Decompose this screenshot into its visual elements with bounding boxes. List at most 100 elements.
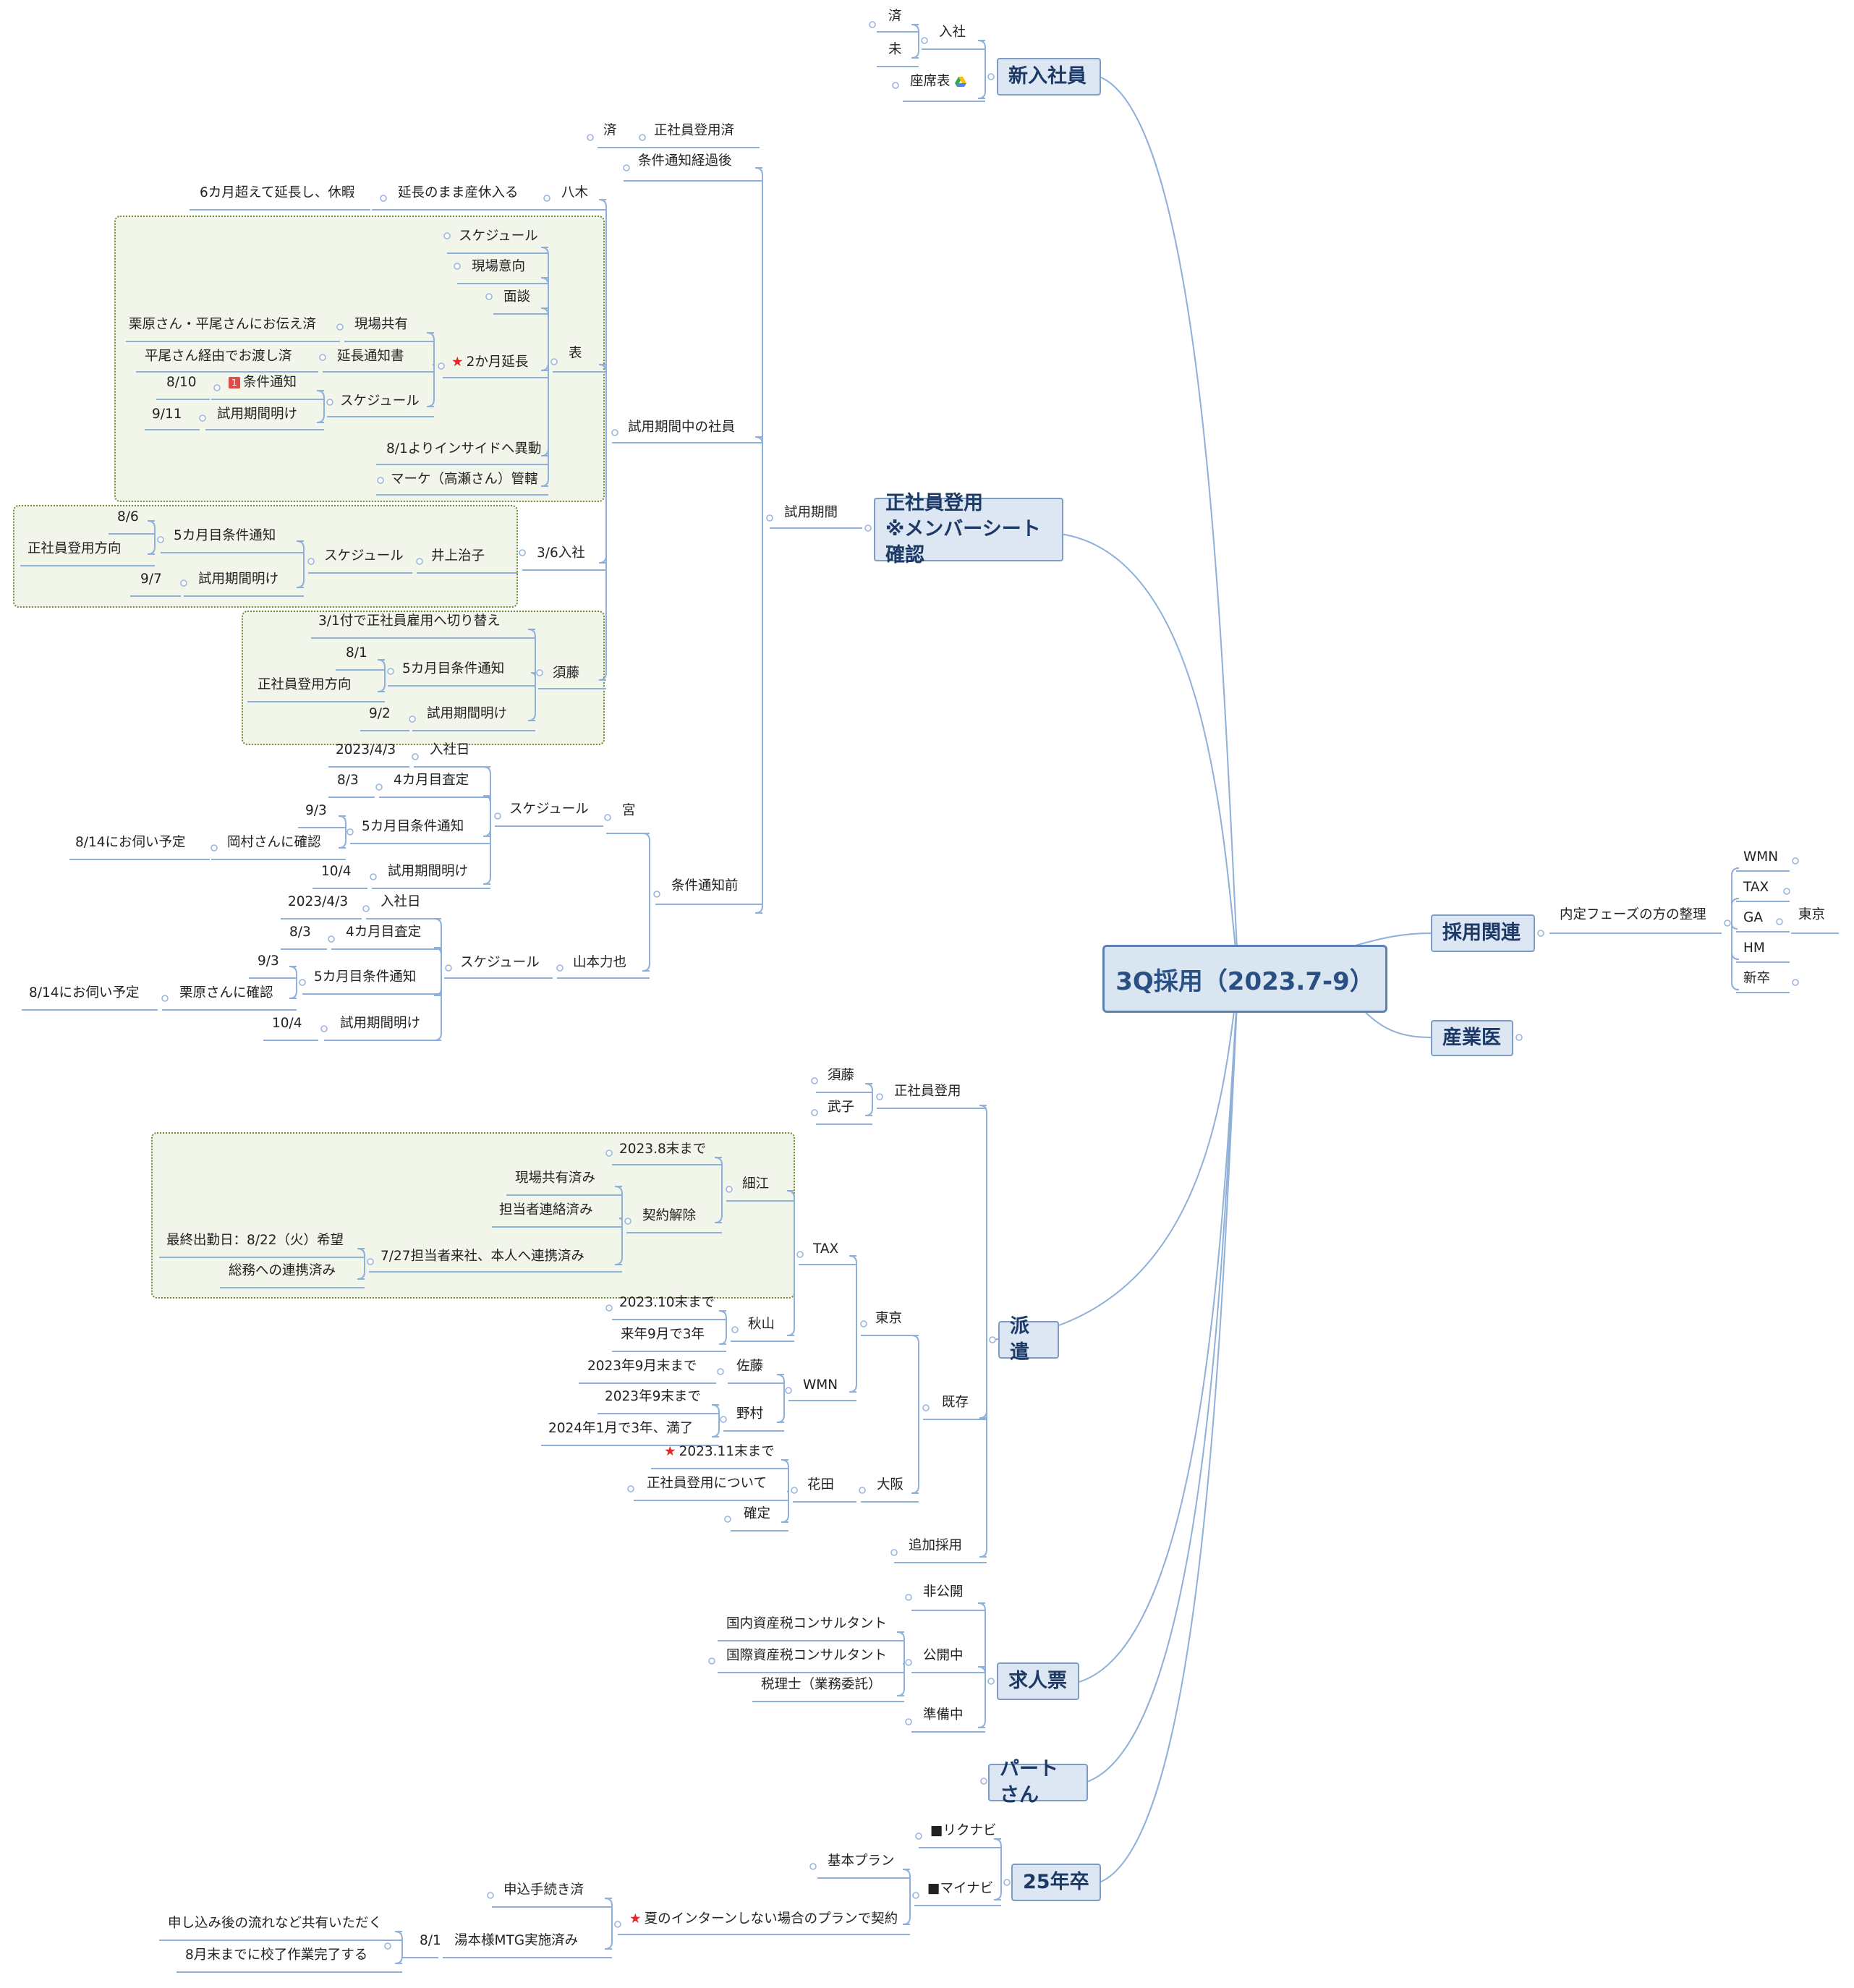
topic-50[interactable]: 条件通知前 (671, 878, 739, 894)
collapse-dot[interactable] (791, 1487, 798, 1494)
topic-77[interactable]: 武子 (828, 1100, 854, 1116)
root-topic[interactable]: 3Q採用（2023.7-9） (1102, 945, 1387, 1013)
collapse-dot[interactable] (409, 715, 416, 723)
collapse-dot[interactable] (605, 1150, 613, 1157)
collapse-dot[interactable] (922, 1404, 930, 1411)
topic-36[interactable]: 井上治子 (431, 548, 485, 564)
topic-37[interactable]: スケジュール (324, 548, 404, 564)
collapse-dot[interactable] (876, 1093, 883, 1100)
collapse-dot[interactable] (905, 1659, 912, 1666)
topic-91[interactable]: 最終出勤日：8/22（火）希望 (166, 1233, 344, 1249)
collapse-dot[interactable] (199, 415, 206, 422)
topic-40[interactable]: 正社員登用方向 (27, 541, 122, 557)
collapse-dot[interactable] (412, 753, 419, 760)
collapse-dot[interactable] (157, 536, 164, 543)
topic-89[interactable]: 担当者連絡済み (499, 1202, 593, 1218)
topic-81[interactable]: 大阪 (877, 1477, 903, 1493)
collapse-dot[interactable] (487, 1892, 494, 1899)
topic-96[interactable]: 2023年9月末まで (587, 1359, 697, 1375)
main-topic-haken[interactable]: 派遣 (998, 1315, 1059, 1364)
topic-102[interactable]: 正社員登用について (647, 1476, 767, 1492)
topic-14[interactable]: 済 (603, 123, 617, 139)
topic-47[interactable]: 正社員登用方向 (258, 677, 352, 693)
collapse-dot[interactable] (989, 1336, 996, 1343)
topic-88[interactable]: 現場共有済み (515, 1171, 595, 1186)
collapse-dot[interactable] (1792, 979, 1799, 986)
topic-108[interactable]: 国際資産税コンサルタント (726, 1648, 887, 1664)
topic-70[interactable]: 9/3 (258, 953, 279, 969)
collapse-dot[interactable] (811, 1077, 818, 1084)
topic-101[interactable]: ★2023.11末まで (664, 1444, 775, 1460)
collapse-dot[interactable] (543, 195, 550, 202)
topic-57[interactable]: 5カ月目条件通知 (362, 819, 464, 835)
topic-86[interactable]: 2023.8末まで (619, 1142, 706, 1157)
collapse-dot[interactable] (864, 524, 872, 532)
topic-82[interactable]: TAX (813, 1241, 838, 1257)
topic-116[interactable]: 8/1 (420, 1933, 441, 1949)
topic-28[interactable]: 延長通知書 (337, 349, 404, 365)
topic-34[interactable]: 9/11 (152, 407, 182, 422)
main-topic-hiring[interactable]: 採用関連 (1431, 914, 1535, 952)
collapse-dot[interactable] (454, 263, 461, 270)
topic-1[interactable]: 座席表 (910, 74, 966, 90)
collapse-dot[interactable] (987, 73, 995, 80)
topic-73[interactable]: 試用期間明け (340, 1016, 420, 1032)
collapse-dot[interactable] (445, 964, 452, 972)
collapse-dot[interactable] (639, 134, 646, 141)
topic-29[interactable]: 平尾さん経由でお渡し済 (145, 349, 292, 365)
topic-109[interactable]: 税理士（業務委託） (761, 1677, 882, 1693)
topic-61[interactable]: 試用期間明け (388, 864, 468, 880)
topic-60[interactable]: 8/14にお伺い予定 (75, 835, 186, 851)
topic-74[interactable]: 10/4 (272, 1016, 302, 1032)
topic-67[interactable]: 4カ月目査定 (346, 925, 421, 940)
topic-99[interactable]: 2024年1月で3年、満了 (548, 1421, 693, 1437)
collapse-dot[interactable] (438, 362, 445, 370)
collapse-dot[interactable] (860, 1320, 867, 1328)
topic-13[interactable]: 正社員登用済 (654, 123, 734, 139)
topic-114[interactable]: 申込手続き済 (503, 1882, 584, 1898)
topic-53[interactable]: 入社日 (430, 742, 470, 758)
topic-79[interactable]: 追加採用 (909, 1538, 962, 1554)
topic-8[interactable]: HM (1743, 940, 1765, 956)
topic-107[interactable]: 国内資産税コンサルタント (726, 1616, 887, 1632)
collapse-dot[interactable] (556, 964, 564, 972)
topic-4[interactable]: 内定フェーズの方の整理 (1560, 907, 1706, 923)
topic-92[interactable]: 総務への連携済み (229, 1263, 336, 1279)
main-topic-grad25[interactable]: 25年卒 (1011, 1864, 1101, 1901)
collapse-dot[interactable] (416, 558, 423, 565)
topic-26[interactable]: 現場共有 (354, 317, 408, 333)
collapse-dot[interactable] (731, 1326, 739, 1333)
collapse-dot[interactable] (614, 1921, 621, 1928)
collapse-dot[interactable] (485, 293, 493, 300)
collapse-dot[interactable] (362, 905, 370, 912)
collapse-dot[interactable] (892, 82, 899, 89)
topic-117[interactable]: 申し込み後の流れなど共有いただく (168, 1916, 382, 1932)
topic-52[interactable]: スケジュール (509, 802, 589, 817)
collapse-dot[interactable] (587, 134, 594, 141)
topic-38[interactable]: 5カ月目条件通知 (174, 528, 276, 544)
collapse-dot[interactable] (1776, 918, 1783, 925)
topic-22[interactable]: 面談 (503, 289, 530, 305)
collapse-dot[interactable] (915, 1832, 922, 1840)
topic-18[interactable]: 6カ月超えて延長し、休暇 (200, 185, 354, 201)
collapse-dot[interactable] (890, 1549, 898, 1556)
collapse-dot[interactable] (380, 195, 387, 202)
collapse-dot[interactable] (987, 1678, 995, 1685)
topic-98[interactable]: 2023年9末まで (605, 1389, 701, 1405)
topic-21[interactable]: 現場意向 (472, 259, 525, 275)
collapse-dot[interactable] (809, 1863, 817, 1870)
topic-27[interactable]: 栗原さん・平尾さんにお伝え済 (129, 317, 316, 333)
topic-0[interactable]: 入社 (939, 25, 966, 41)
topic-104[interactable]: 非公開 (923, 1584, 964, 1600)
collapse-dot[interactable] (494, 812, 501, 820)
main-topic-kyujin[interactable]: 求人票 (997, 1662, 1079, 1700)
topic-85[interactable]: 秋山 (748, 1317, 775, 1333)
topic-12[interactable]: 条件通知経過後 (638, 153, 732, 169)
collapse-dot[interactable] (1537, 930, 1544, 937)
main-topic-regular[interactable]: 正社員登用※メンバーシート確認 (874, 492, 1063, 566)
topic-51[interactable]: 宮 (622, 803, 636, 819)
topic-25[interactable]: マーケ（高瀬さん）管轄 (391, 472, 538, 488)
topic-118[interactable]: 8月末までに校了作業完了する (185, 1947, 367, 1963)
collapse-dot[interactable] (519, 549, 526, 556)
topic-44[interactable]: 3/1付で正社員雇用へ切り替え (318, 613, 501, 629)
